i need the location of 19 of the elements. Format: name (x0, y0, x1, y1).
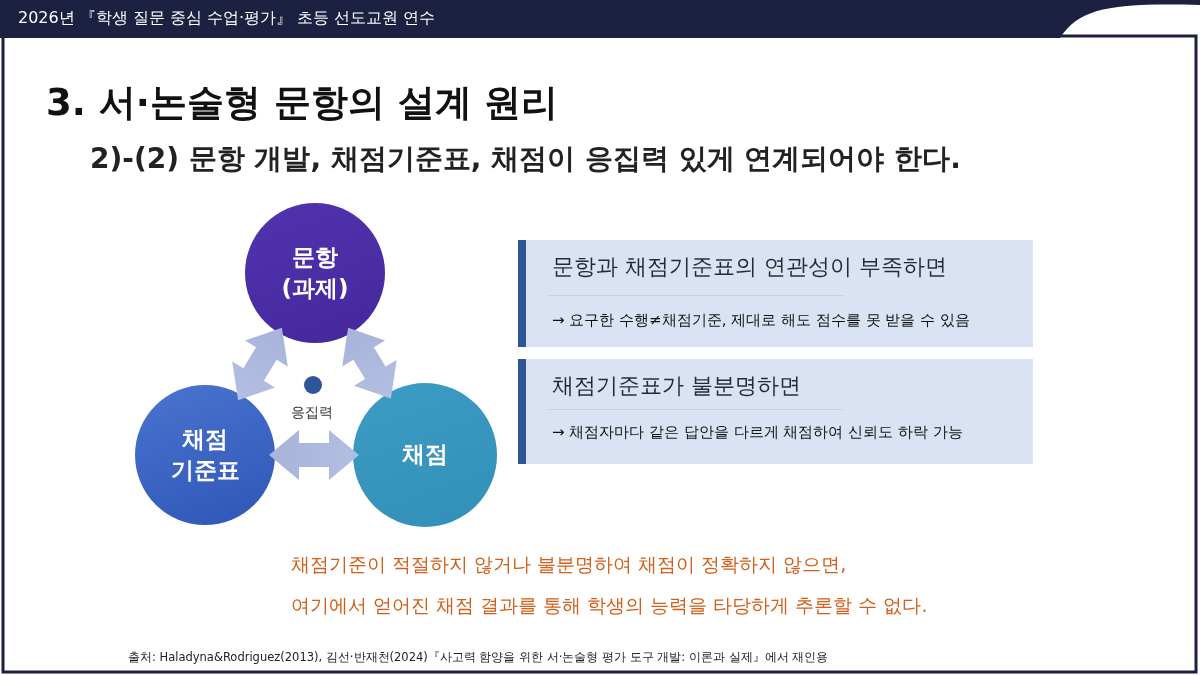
card-heading: 채점기준표가 불분명하면 (552, 372, 801, 400)
double-arrow (342, 327, 397, 399)
note-text: 채점기준이 적절하지 않거나 불분명하여 채점이 정확하지 않으면, (291, 552, 847, 577)
circle-node: 채점 (353, 383, 497, 527)
circle-node: 채점 기준표 (135, 385, 275, 525)
center-label: 응집력 (291, 404, 333, 422)
subtitle: 2)-(2) 문항 개발, 채점기준표, 채점이 응집력 있게 연계되어야 한다. (90, 141, 961, 177)
text-card (518, 240, 1033, 347)
note-text: 여기에서 얻어진 채점 결과를 통해 학생의 능력을 타당하게 추론할 수 없다. (291, 593, 928, 618)
double-arrow (232, 327, 288, 401)
header-text: 2026년 『학생 질문 중심 수업·평가』 초등 선도교원 연수 (18, 8, 436, 29)
card-body: → 채점자마다 같은 답안을 다르게 채점하여 신뢰도 하락 가능 (552, 423, 963, 442)
double-arrow (269, 430, 359, 480)
card-heading: 문항과 채점기준표의 연관성이 부족하면 (552, 253, 947, 281)
circle-node: 문항 (과제) (245, 203, 385, 343)
source-note: 출처: Haladyna&Rodriguez(2013), 김선·반재천(2024)『사고력 함양을 위한 서·논술형 평가 도구 개발: 이론과 실제』에서 재인용 (128, 650, 829, 665)
text-card (518, 359, 1033, 464)
card-body: → 요구한 수행≠채점기준, 제대로 해도 점수를 못 받을 수 있음 (552, 311, 970, 330)
slide-title: 3. 서·논술형 문항의 설계 원리 (46, 80, 559, 126)
